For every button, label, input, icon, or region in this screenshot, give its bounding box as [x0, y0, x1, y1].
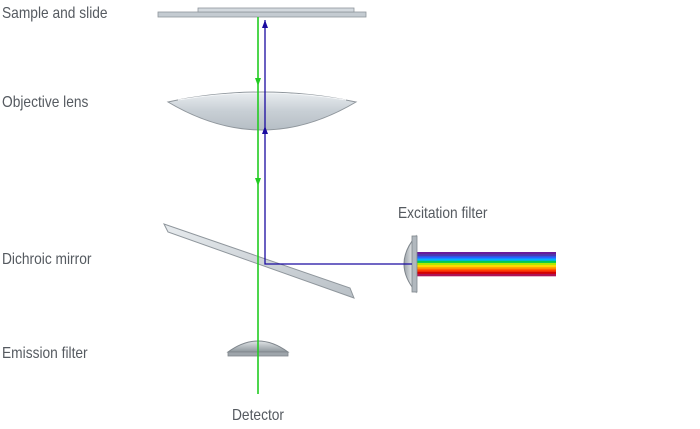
objective-lens	[166, 91, 358, 131]
excitation-arrows	[262, 20, 268, 134]
spectrum-band	[416, 265, 556, 268]
dichroic-mirror	[163, 223, 355, 299]
excitation-filter-label: Excitation filter	[398, 205, 488, 222]
dichroic-mirror-label: Dichroic mirror	[2, 251, 92, 268]
spectrum-band	[416, 273, 556, 277]
spectrum-band	[416, 252, 556, 255]
spectrum-band	[416, 271, 556, 275]
excitation-beam	[264, 20, 412, 265]
emission-filter-label: Emission filter	[2, 345, 88, 362]
spectrum-band	[416, 262, 556, 266]
spectrum-band	[416, 269, 556, 272]
emission-arrows	[255, 78, 261, 186]
spectrum-band	[416, 256, 556, 259]
spectrum-band	[416, 267, 556, 270]
objective-lens-label: Objective lens	[2, 94, 89, 111]
excitation-light-spectrum	[416, 252, 556, 277]
spectrum-band	[416, 254, 556, 257]
spectrum-band	[416, 258, 556, 262]
spectrum-band	[416, 260, 556, 264]
detector-label: Detector	[231, 407, 285, 424]
sample-slide	[157, 7, 367, 18]
sample-and-slide-label: Sample and slide	[2, 5, 108, 22]
